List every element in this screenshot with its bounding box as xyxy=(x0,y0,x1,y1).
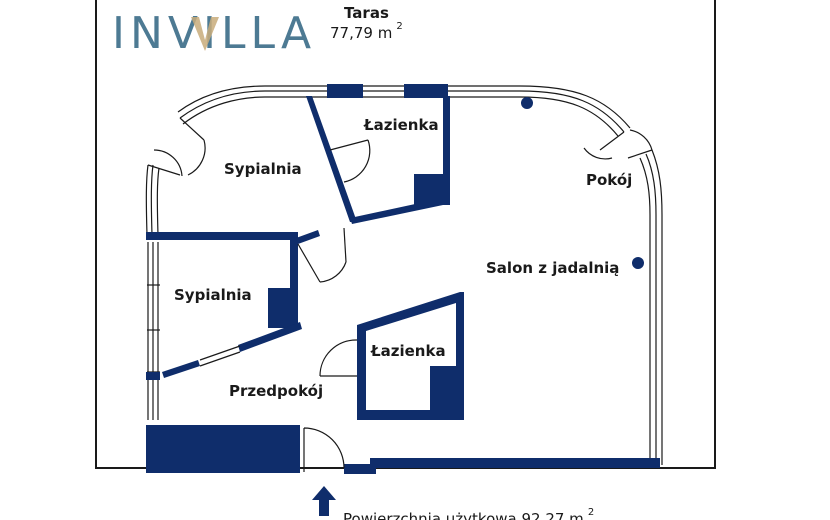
window-left-lower xyxy=(147,242,160,420)
window-band-top xyxy=(177,85,631,137)
label-bedroom-top: Sypialnia xyxy=(224,160,302,178)
door-bedroom-top xyxy=(297,227,347,283)
label-room: Pokój xyxy=(586,171,632,189)
label-hallway: Przedpokój xyxy=(229,382,323,400)
brand-logo-text: INVILLA xyxy=(112,8,316,59)
label-bedroom-left: Sypialnia xyxy=(174,286,252,304)
window-band-left xyxy=(145,164,160,236)
brand-logo: INVILLA xyxy=(112,8,316,59)
terrace-area: 77,79 m 2 xyxy=(330,21,403,42)
label-bathroom-top: Łazienka xyxy=(363,116,439,134)
usable-area-text: Powierzchnia użytkowa 92,27 m xyxy=(343,510,584,520)
label-bathroom-center: Łazienka xyxy=(370,342,446,360)
column-top xyxy=(521,97,533,109)
arrow-up-icon xyxy=(312,486,336,516)
terrace-area-value: 77,79 m xyxy=(330,24,392,42)
usable-area-label: Powierzchnia użytkowa 92,27 m 2 xyxy=(343,507,594,520)
door-bathroom-top xyxy=(329,139,371,183)
bathroom-center-interior xyxy=(366,303,456,410)
door-swing-right xyxy=(583,129,653,160)
terrace-title: Taras xyxy=(344,4,389,22)
label-living-dining: Salon z jadalnią xyxy=(486,259,619,277)
door-bathroom-center xyxy=(319,339,358,377)
walls xyxy=(146,84,660,474)
usable-area-sup: 2 xyxy=(588,507,594,518)
column-right xyxy=(632,257,644,269)
brand-logo-accent xyxy=(191,17,219,51)
terrace-area-sup: 2 xyxy=(396,21,402,32)
brand-logo-text-fill: INVILLA xyxy=(112,8,316,59)
door-swing-top-left xyxy=(147,117,206,177)
window-band-right xyxy=(639,149,663,465)
door-entrance xyxy=(303,427,345,472)
door-bedroom-left xyxy=(199,345,241,367)
